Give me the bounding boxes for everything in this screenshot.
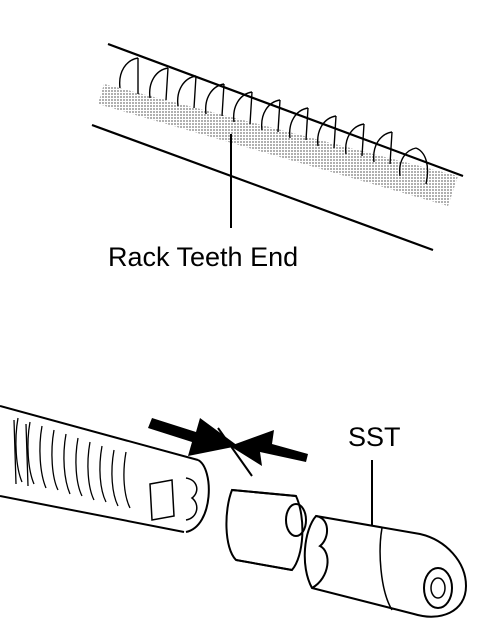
arrow-right-icon <box>148 418 238 456</box>
rack-bar-figure: Rack Teeth End <box>91 42 464 272</box>
sst-assembly-figure: SST <box>0 405 468 618</box>
rack-end-part <box>0 405 210 533</box>
rack-bottom-edge <box>91 123 434 252</box>
press-arrows <box>148 418 308 477</box>
rack-teeth-band <box>98 84 458 206</box>
sst-tool-part <box>303 514 468 618</box>
rack-teeth-end-label: Rack Teeth End <box>108 242 298 272</box>
rack-teeth <box>119 57 429 185</box>
collar-part <box>225 488 307 572</box>
rack-top-edge <box>107 42 464 178</box>
arrow-left-icon <box>230 430 308 466</box>
sst-label: SST <box>348 422 401 452</box>
